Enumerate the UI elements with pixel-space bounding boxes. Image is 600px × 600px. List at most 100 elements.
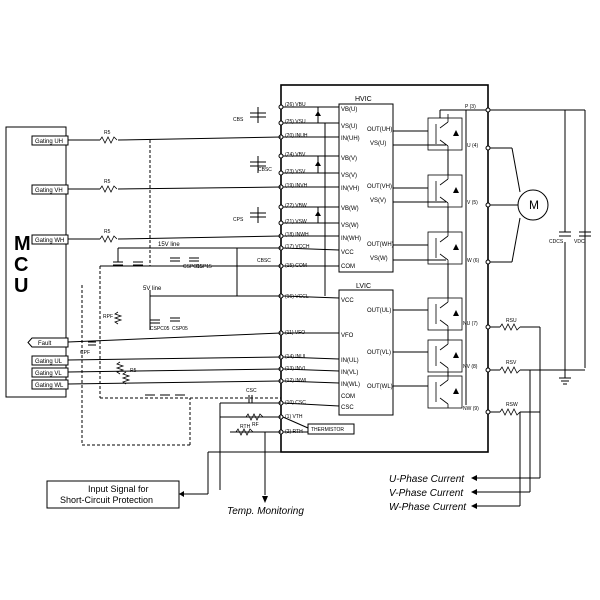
hvic-block: HVIC VB(U) VS(U) IN(UH) VB(V) VS(V) IN(V…	[338, 96, 394, 273]
external-power-wiring	[490, 109, 586, 413]
gating-input-wiring	[67, 136, 488, 495]
hvic-out-vsw: VS(W)	[370, 256, 388, 262]
rsw-label: RSW	[506, 402, 518, 408]
terminal-w6: W (6)	[467, 258, 480, 264]
lvic-pin-vfo: VFO	[341, 333, 354, 339]
hvic-pin-inwh: IN(WH)	[341, 236, 361, 242]
cbs-label: CBS	[233, 117, 244, 123]
temp-monitoring: Temp. Monitoring	[227, 496, 304, 517]
cpf-label: CPF	[80, 350, 90, 356]
lvic-out-ul: OUT(UL)	[367, 308, 391, 314]
lvic-pin-vcc: VCC	[341, 298, 354, 304]
cdcs-label: CDCS	[549, 239, 564, 245]
input-signal-line1: Input Signal for	[88, 484, 149, 494]
pin-16: (16) VCCL	[285, 294, 309, 300]
hvic-pin-vsw: VS(W)	[341, 223, 359, 229]
hvic-out-vh: OUT(VH)	[367, 184, 392, 190]
input-resistors: R5 R5 R5 R5 RPF	[99, 130, 137, 385]
gating-ul-label: Gating UL	[35, 359, 63, 365]
hvic-out-wh: OUT(WH)	[367, 242, 394, 248]
mcu-letter-m: M	[14, 233, 31, 255]
supply-capacitors: 15V line 5V line CSP15 CBSC CSPC05 CSP05…	[80, 242, 271, 396]
cbsc-label-2: CBSC	[257, 258, 271, 264]
pin-18: (18) INWH	[285, 232, 309, 238]
gating-tags: Gating UH Gating VH Gating WH Fault Gati…	[27, 135, 69, 390]
thermistor-box	[307, 423, 355, 435]
rsu-label: RSU	[506, 318, 517, 324]
pin-26: (26) VBU	[285, 102, 306, 108]
temp-monitoring-label: Temp. Monitoring	[227, 506, 304, 517]
u-phase-current-label: U-Phase Current	[389, 474, 465, 485]
rpf-label: RPF	[103, 314, 113, 320]
hvic-title: HVIC	[355, 96, 372, 103]
output-terminals: P (3) U (4) V (5) W (6) NU (7) NV (8) NW…	[463, 104, 491, 415]
terminal-v5: V (5)	[467, 200, 478, 206]
pin-10: (10) CSC	[285, 400, 306, 406]
gating-uh-label: Gating UH	[35, 139, 63, 145]
cbsc-label: CBSC	[258, 167, 272, 173]
lvic-out-vl: OUT(VL)	[367, 350, 391, 356]
hvic-pin-vsu: VS(U)	[341, 124, 357, 130]
pin-22: (22) VBW	[285, 203, 307, 209]
csp05-label: CSP05	[172, 326, 188, 332]
pin-21: (21) VSW	[285, 219, 307, 225]
rth-label: RTH	[240, 424, 251, 430]
mcu-block: M C U	[5, 126, 67, 398]
shunt-resistors: RSU RSV RSW	[499, 318, 521, 416]
terminal-u4: U (4)	[467, 143, 478, 149]
r5-uh-label: R5	[104, 130, 111, 136]
terminal-nw9: NW (9)	[463, 406, 479, 412]
freewheel-diodes	[453, 130, 459, 394]
pin-17: (17) VCCH	[285, 244, 310, 250]
phase-current-outputs: U-Phase Current V-Phase Current W-Phase …	[389, 327, 541, 513]
pin-25: (25) VSU	[285, 119, 306, 125]
gating-wh-label: Gating WH	[35, 238, 64, 244]
r5-low-label: R5	[130, 368, 137, 374]
mcu-letter-c: C	[14, 254, 28, 276]
terminal-nv8: NV (8)	[463, 364, 478, 370]
dc-link-capacitors: CDCS VDC	[549, 231, 591, 245]
cspc15-label: CSPC15	[183, 264, 203, 270]
hvic-pin-vbv: VB(V)	[341, 156, 357, 162]
lvic-pin-csc: CSC	[341, 405, 354, 411]
r5-wh-label: R5	[104, 229, 111, 235]
v-phase-current-label: V-Phase Current	[389, 488, 464, 499]
csc-label: CSC	[246, 388, 257, 394]
gating-vl-label: Gating VL	[35, 371, 62, 377]
dashed-return-lines	[81, 140, 281, 446]
r5-vh-label: R5	[104, 179, 111, 185]
gating-vh-label: Gating VH	[35, 188, 63, 194]
lvic-pin-com: COM	[341, 394, 355, 400]
5v-line-label: 5V line	[143, 286, 162, 292]
hvic-pin-vbw: VB(W)	[341, 206, 359, 212]
hvic-pin-invh: IN(VH)	[341, 186, 359, 192]
motor-label: M	[529, 198, 539, 212]
internal-wiring	[282, 106, 340, 433]
lvic-pin-invl: IN(VL)	[341, 370, 358, 376]
pin-23: (23) VSV	[285, 169, 306, 175]
pin-20: (20) INUH	[285, 133, 308, 139]
thermistor-label: THERMISTOR	[311, 427, 344, 433]
terminal-p3: P (3)	[465, 104, 476, 110]
hvic-pin-vbu: VB(U)	[341, 107, 357, 113]
bootstrap-diodes	[315, 111, 321, 216]
fault-label: Fault	[38, 341, 52, 347]
sense-components: CSC RF RTH	[235, 388, 264, 436]
pin-1: (1) VTH	[285, 414, 303, 420]
hvic-pin-com: COM	[341, 264, 355, 270]
lvic-pin-inul: IN(UL)	[341, 358, 359, 364]
hvic-out-vsu: VS(U)	[370, 141, 386, 147]
rf-label: RF	[252, 422, 259, 428]
motor-icon: M	[515, 189, 549, 221]
hvic-pin-inuh: IN(UH)	[341, 136, 360, 142]
input-signal-line2: Short-Circuit Protection	[60, 495, 153, 505]
gating-wl-label: Gating WL	[35, 383, 64, 389]
ground-icon	[559, 377, 571, 385]
hvic-out-uh: OUT(UH)	[367, 127, 392, 133]
vdc-label: VDC	[574, 239, 585, 245]
lvic-pin-inwl: IN(WL)	[341, 382, 360, 388]
hvic-pin-vsv: VS(V)	[341, 173, 357, 179]
csp15-label: CSP15	[196, 264, 212, 270]
terminal-nu7: NU (7)	[463, 321, 478, 327]
